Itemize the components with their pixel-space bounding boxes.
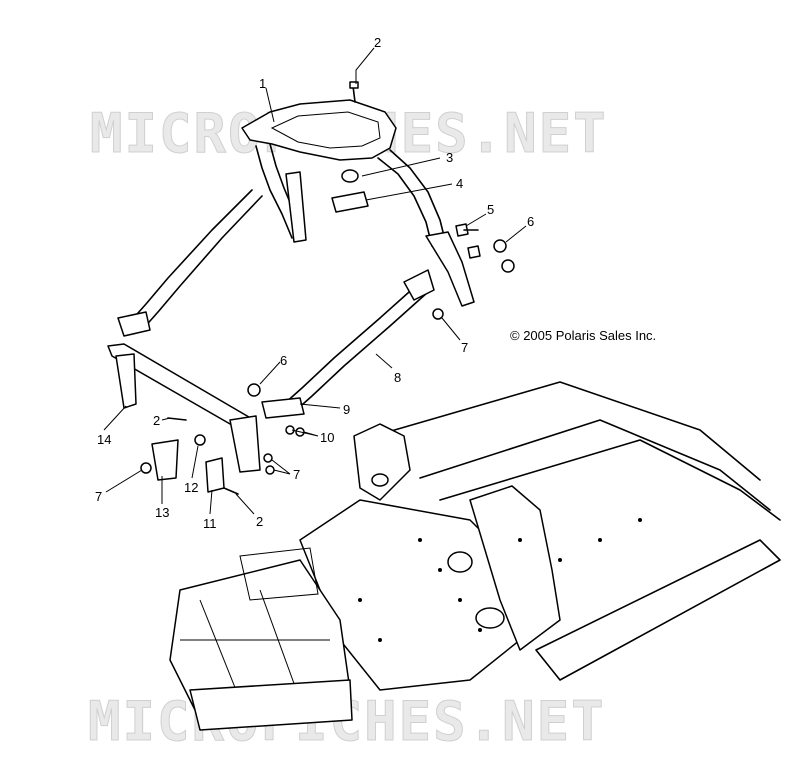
callout-11: 11: [203, 516, 217, 531]
callout-2-mid: 2: [153, 413, 160, 428]
small-hardware: [140, 81, 515, 495]
callout-8: 8: [394, 370, 401, 385]
steering-hoop: [241, 99, 475, 307]
callout-1: 1: [259, 76, 266, 91]
cross-bar-part-14: [107, 343, 261, 473]
callout-12: 12: [184, 480, 198, 495]
callout-13: 13: [155, 505, 169, 520]
callout-2-lower: 2: [256, 514, 263, 529]
chassis: [169, 381, 781, 731]
callout-4: 4: [456, 176, 463, 191]
callout-6-top: 6: [527, 214, 534, 229]
callout-7-right: 7: [293, 467, 300, 482]
callout-6-lower: 6: [280, 353, 287, 368]
callout-7-left: 7: [95, 489, 102, 504]
tube-part-8: [283, 269, 435, 413]
callouts: 1 2 3 4 5 6 7 8 9 10 14 6 2 7 7 12 13: [95, 35, 534, 531]
callout-9: 9: [343, 402, 350, 417]
callout-14: 14: [97, 432, 111, 447]
callout-2-top: 2: [374, 35, 381, 50]
callout-10: 10: [320, 430, 334, 445]
callout-3: 3: [446, 150, 453, 165]
copyright-notice: © 2005 Polaris Sales Inc.: [510, 328, 656, 343]
left-tube: [117, 189, 263, 337]
callout-5: 5: [487, 202, 494, 217]
callout-7-top: 7: [461, 340, 468, 355]
